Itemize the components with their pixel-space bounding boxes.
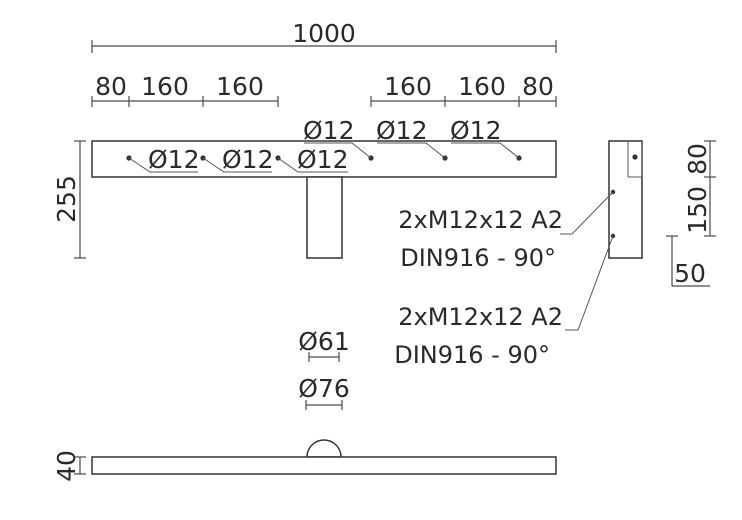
- hole-labels-left: Ø12 Ø12 Ø12: [128, 145, 349, 174]
- dim-height-255: 255: [52, 175, 81, 223]
- dim-total-width: 1000: [292, 19, 356, 48]
- hole-label-2: Ø12: [222, 145, 274, 174]
- bolt-note-1-line-2: DIN916 - 90°: [400, 244, 556, 272]
- hole-label-5: Ø12: [376, 116, 428, 145]
- dim-right-160a: 160: [384, 72, 432, 101]
- dim-tube-outer: Ø76: [298, 374, 350, 403]
- overall-width-dimension: 1000: [91, 19, 557, 53]
- dim-right-80: 80: [522, 72, 554, 101]
- height-dimension: 255: [52, 140, 86, 259]
- dim-side-80: 80: [683, 143, 712, 175]
- tube-inner-diameter: Ø61: [298, 327, 350, 362]
- dim-tube-inner: Ø61: [298, 327, 350, 356]
- main-bar-front: [91, 140, 557, 178]
- bolt-note-2-line-1: 2xM12x12 A2: [398, 303, 563, 331]
- right-spacing-dimensions: 160 160 80: [370, 72, 557, 107]
- dim-left-160a: 160: [141, 72, 189, 101]
- bolt-note-2-line-2: DIN916 - 90°: [394, 341, 550, 369]
- side-dimensions: 80 150 50: [666, 140, 716, 288]
- side-view: [608, 140, 643, 259]
- hole-label-6: Ø12: [450, 116, 502, 145]
- hole-labels-right: Ø12 Ø12 Ø12: [303, 116, 520, 159]
- tube-top-cap: [306, 439, 342, 458]
- dim-left-80: 80: [95, 72, 127, 101]
- dim-side-150: 150: [683, 186, 712, 234]
- hole-label-1: Ø12: [148, 145, 200, 174]
- bolt-note-1-line-1: 2xM12x12 A2: [398, 206, 563, 234]
- bottom-view: [91, 439, 557, 475]
- dim-left-160b: 160: [216, 72, 264, 101]
- tube-stem: [306, 176, 343, 259]
- bolt-note-1: 2xM12x12 A2 DIN916 - 90°: [398, 206, 563, 272]
- bolt-note-2: 2xM12x12 A2 DIN916 - 90°: [394, 303, 563, 369]
- hole-label-4: Ø12: [303, 116, 355, 145]
- left-spacing-dimensions: 80 160 160: [91, 72, 279, 107]
- hole-label-3: Ø12: [297, 145, 349, 174]
- dim-thickness-40: 40: [52, 450, 81, 482]
- dim-right-160b: 160: [458, 72, 506, 101]
- side-hole-top: [632, 154, 638, 160]
- thickness-dimension: 40: [52, 450, 86, 482]
- dim-side-50: 50: [674, 259, 706, 288]
- main-bar-bottom: [91, 456, 557, 475]
- bolt-leaders: [560, 191, 614, 331]
- tube-outer-diameter: Ø76: [298, 374, 350, 410]
- side-profile: [608, 140, 643, 259]
